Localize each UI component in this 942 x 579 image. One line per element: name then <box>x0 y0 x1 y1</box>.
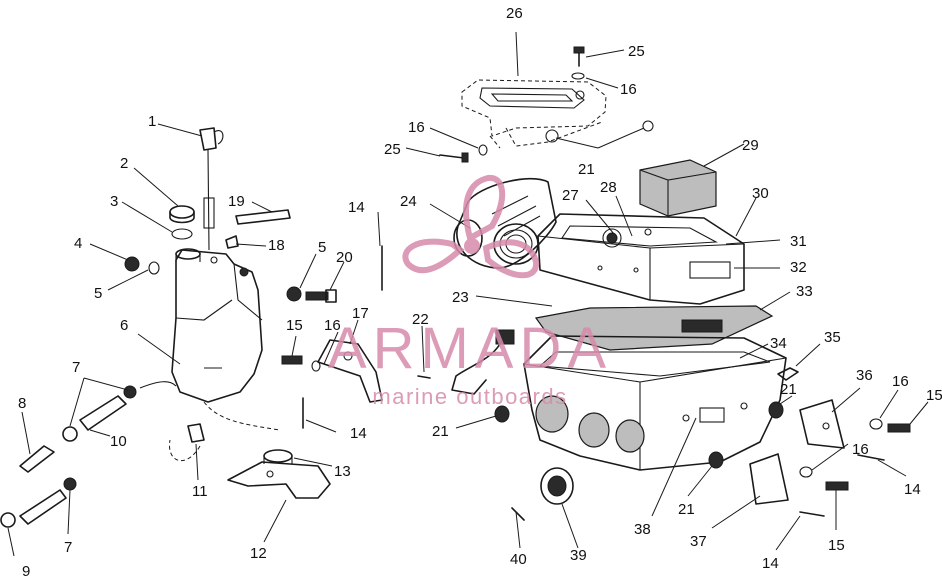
callout-24: 24 <box>400 193 417 210</box>
callout-29: 29 <box>742 137 759 154</box>
callout-14: 14 <box>350 425 367 442</box>
callout-7: 7 <box>64 539 72 556</box>
callout-6: 6 <box>120 317 128 334</box>
callout-16: 16 <box>852 441 869 458</box>
watermark-brand: ARMADA <box>328 316 612 381</box>
armada-watermark: ARMADA marine outboards <box>328 174 612 409</box>
leader-lines <box>7 31 929 557</box>
callout-37: 37 <box>690 533 707 550</box>
retaining-clip <box>777 367 799 381</box>
propeller-logo <box>402 174 539 279</box>
callout-7: 7 <box>72 359 80 376</box>
callout-4: 4 <box>74 235 82 252</box>
callout-15: 15 <box>926 387 942 404</box>
callout-15: 15 <box>828 537 845 554</box>
outlet-fitting <box>169 401 281 462</box>
callout-32: 32 <box>790 259 807 276</box>
callout-16: 16 <box>324 317 341 334</box>
callout-21: 21 <box>780 381 797 398</box>
callout-30: 30 <box>752 185 769 202</box>
callout-5: 5 <box>318 239 326 256</box>
callout-20: 20 <box>336 249 353 266</box>
callout-21: 21 <box>578 161 595 178</box>
callout-22: 22 <box>412 311 429 328</box>
air-filter-panel <box>534 305 774 351</box>
airbox-base <box>523 335 787 471</box>
oil-hose-lower <box>0 477 77 528</box>
callout-14: 14 <box>904 481 921 498</box>
callout-25: 25 <box>384 141 401 158</box>
callout-35: 35 <box>824 329 841 346</box>
tank-mount-tray <box>227 449 331 499</box>
callout-16: 16 <box>620 81 637 98</box>
callout-8: 8 <box>18 395 26 412</box>
lid-side-screw <box>439 144 488 163</box>
callout-11: 11 <box>192 483 208 500</box>
tank-grommets-left <box>124 256 160 275</box>
callout-9: 9 <box>22 563 30 579</box>
vent-tube <box>225 209 291 249</box>
callout-39: 39 <box>570 547 587 564</box>
callout-21: 21 <box>678 501 695 518</box>
callout-27: 27 <box>562 187 579 204</box>
callout-2: 2 <box>120 155 128 172</box>
callout-38: 38 <box>634 521 651 538</box>
side-bracket-lower <box>749 453 789 505</box>
watermark-tagline: marine outboards <box>372 384 567 409</box>
callout-13: 13 <box>334 463 351 480</box>
callout-labels: 26 25 16 16 25 21 29 1 2 3 19 18 4 5 5 2… <box>18 5 942 579</box>
callout-21: 21 <box>432 423 449 440</box>
level-sender <box>199 127 224 251</box>
foam-filter-block <box>639 159 717 217</box>
callout-14: 14 <box>762 555 779 572</box>
callout-34: 34 <box>770 335 787 352</box>
airbox-cover <box>537 213 745 305</box>
callout-23: 23 <box>452 289 469 306</box>
oil-hose-upper <box>19 381 177 473</box>
callout-16: 16 <box>892 373 909 390</box>
tank-cap <box>169 205 195 240</box>
callout-18: 18 <box>268 237 285 254</box>
callout-33: 33 <box>796 283 813 300</box>
callout-3: 3 <box>110 193 118 210</box>
callout-26: 26 <box>506 5 523 22</box>
callout-1: 1 <box>148 113 156 130</box>
callout-12: 12 <box>250 545 267 562</box>
callout-17: 17 <box>352 305 369 322</box>
airbox-lid <box>461 79 654 149</box>
callout-36: 36 <box>856 367 873 384</box>
right-hardware <box>708 401 911 517</box>
callout-28: 28 <box>600 179 617 196</box>
side-bracket-upper <box>799 399 845 449</box>
callout-14: 14 <box>348 199 365 216</box>
oil-tank <box>171 248 263 403</box>
callout-25: 25 <box>628 43 645 60</box>
hose-grommet <box>511 467 574 521</box>
top-screw-and-washer <box>571 46 585 80</box>
callout-19: 19 <box>228 193 245 210</box>
callout-15: 15 <box>286 317 303 334</box>
callout-16: 16 <box>408 119 425 136</box>
callout-31: 31 <box>790 233 807 250</box>
tank-grommets-right <box>286 286 337 303</box>
temperature-sensor <box>417 329 515 395</box>
callout-5: 5 <box>94 285 102 302</box>
callout-40: 40 <box>510 551 527 568</box>
middle-hardware <box>281 245 510 429</box>
callout-10: 10 <box>110 433 127 450</box>
